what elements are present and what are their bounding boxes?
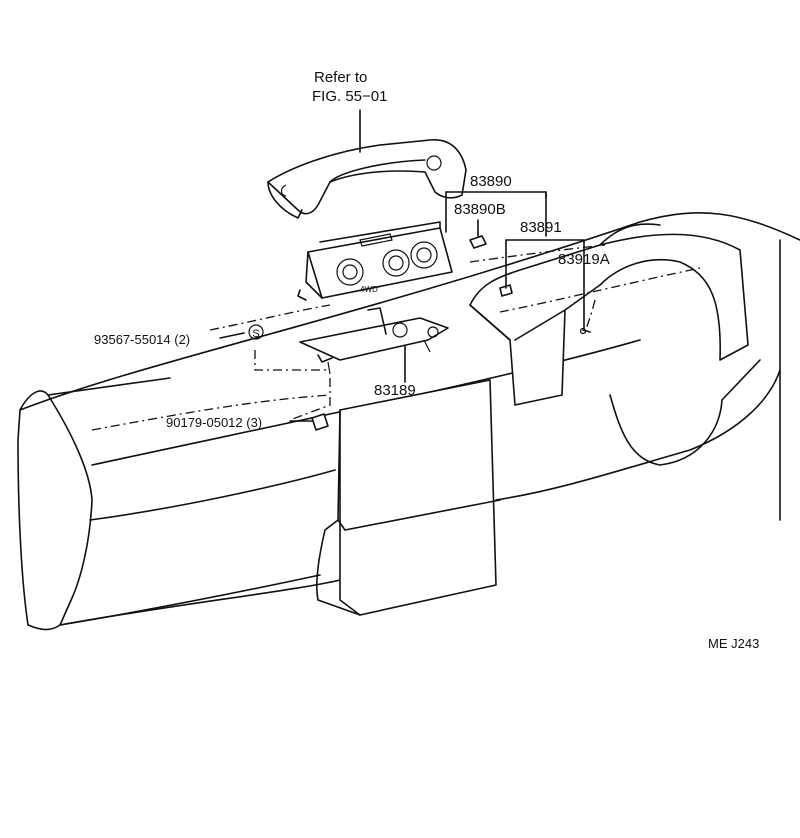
part-label-83189: 83189 <box>374 382 416 399</box>
drawing-code: ME J243 <box>708 636 759 651</box>
refer-label-line2: FIG. 55−01 <box>312 88 387 105</box>
bracket-assembly <box>299 307 449 383</box>
refer-label-line1: Refer to <box>314 69 367 86</box>
part-label-83891: 83891 <box>520 219 562 236</box>
leader-lines <box>219 191 585 422</box>
clip-symbol-s: S <box>248 324 264 340</box>
heater-control-panel: 4WD <box>297 221 453 301</box>
upper-trim-bezel <box>267 109 467 219</box>
part-label-93567-55014: 93567-55014 (2) <box>94 332 190 347</box>
svg-text:4WD: 4WD <box>360 285 378 294</box>
part-label-83919A: 83919A <box>558 251 610 268</box>
clip-90179 <box>311 413 329 431</box>
part-label-83890B: 83890B <box>454 201 506 218</box>
part-label-90179-05012: 90179-05012 (3) <box>166 415 262 430</box>
svg-text:S: S <box>252 328 259 340</box>
bulb-83890B <box>469 235 487 249</box>
screw-83919A <box>579 327 591 335</box>
part-label-83890: 83890 <box>470 173 512 190</box>
instrument-panel <box>17 212 800 631</box>
